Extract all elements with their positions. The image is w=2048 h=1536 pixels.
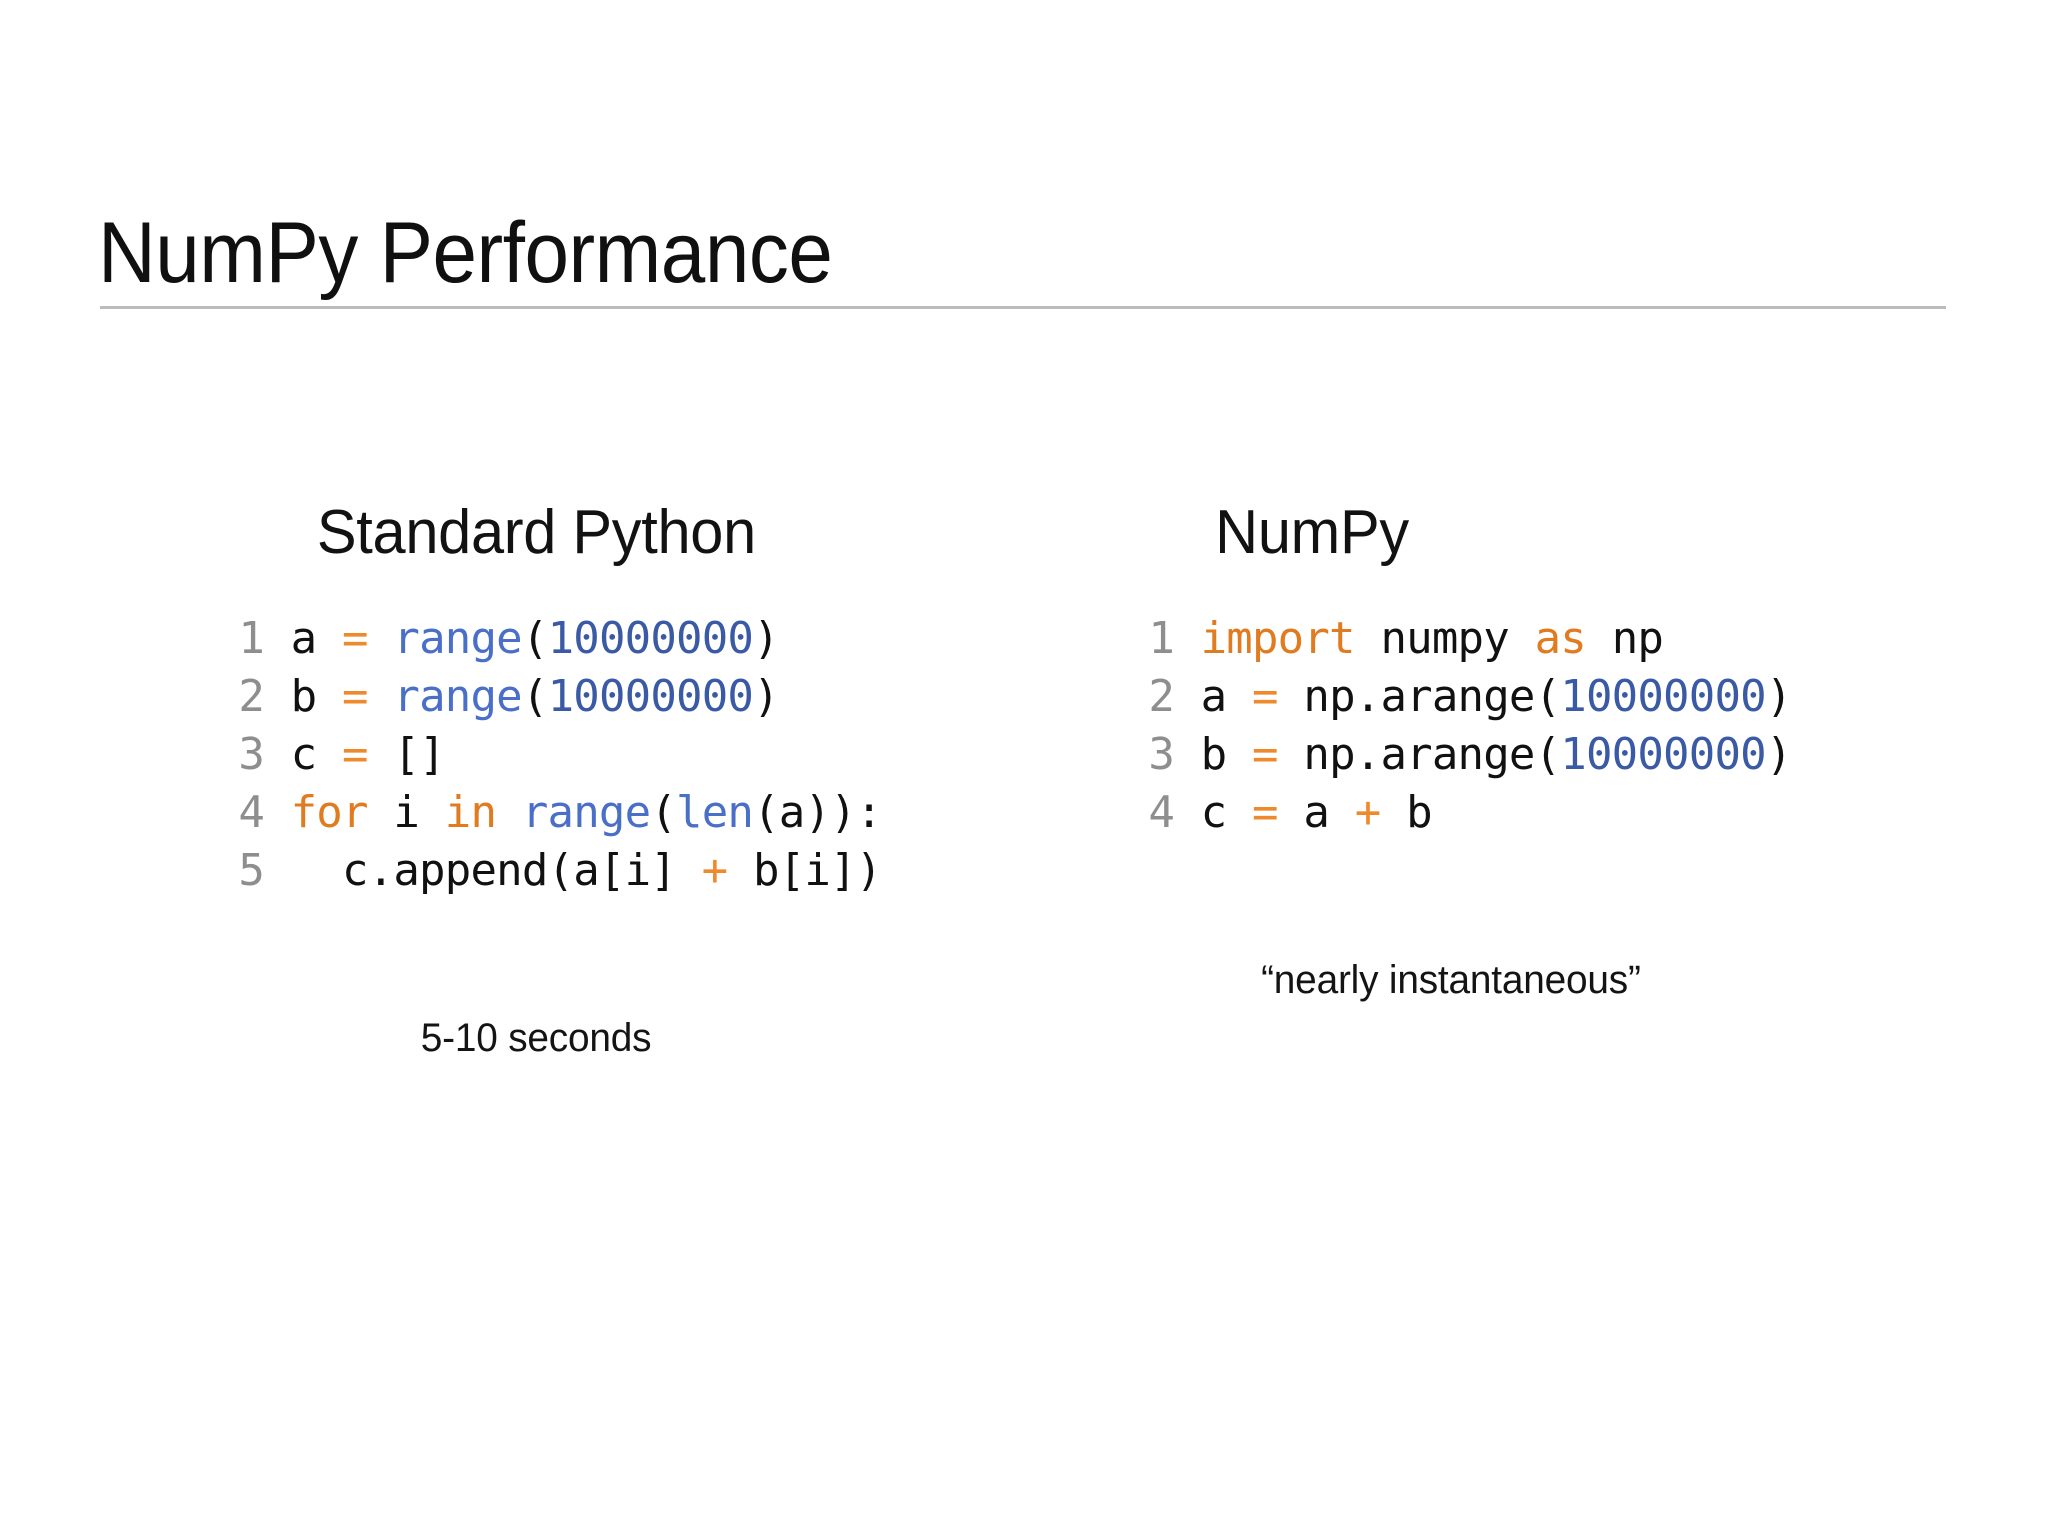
code-line-number: 3 bbox=[238, 729, 265, 780]
code-token-txt: ) bbox=[753, 671, 779, 722]
code-token-kw: in bbox=[444, 787, 497, 838]
code-token-txt: b bbox=[1200, 729, 1252, 780]
code-token-txt bbox=[496, 787, 522, 838]
code-token-txt bbox=[368, 613, 394, 664]
code-token-txt: (a)): bbox=[753, 787, 882, 838]
code-token-txt: ) bbox=[1765, 671, 1792, 722]
code-line: 4 for i in range(len(a)): bbox=[235, 784, 960, 842]
title-divider bbox=[100, 306, 1946, 309]
code-token-txt: c.append(a[i] bbox=[290, 845, 702, 896]
column-heading-numpy: NumPy bbox=[1215, 498, 1409, 567]
code-token-num: 10000000 bbox=[547, 671, 754, 722]
code-token-txt: c bbox=[1200, 787, 1252, 838]
code-token-op: + bbox=[701, 845, 728, 896]
code-token-txt: np.arange( bbox=[1277, 671, 1561, 722]
code-token-op: = bbox=[1252, 671, 1278, 722]
code-token-txt: i bbox=[367, 787, 445, 838]
code-token-txt: np bbox=[1586, 613, 1664, 664]
code-token-kw: for bbox=[290, 787, 369, 838]
code-token-txt: numpy bbox=[1354, 613, 1535, 664]
code-token-txt: ) bbox=[1765, 729, 1792, 780]
code-line-number: 1 bbox=[1148, 613, 1175, 664]
code-token-txt bbox=[368, 671, 394, 722]
code-token-txt: a bbox=[1277, 787, 1355, 838]
code-token-txt: [] bbox=[367, 729, 445, 780]
code-line-number: 4 bbox=[238, 787, 265, 838]
code-token-txt: a bbox=[290, 613, 342, 664]
code-token-fn: range bbox=[393, 671, 522, 722]
code-line-number: 1 bbox=[238, 613, 265, 664]
code-token-fn: range bbox=[521, 787, 651, 838]
code-token-kw: as bbox=[1534, 613, 1587, 664]
code-token-fn: len bbox=[676, 787, 754, 838]
code-token-num: 10000000 bbox=[547, 613, 754, 664]
code-token-txt: a bbox=[1200, 671, 1252, 722]
code-token-txt: np.arange( bbox=[1277, 729, 1561, 780]
code-line-number: 5 bbox=[238, 845, 265, 896]
code-token-txt: c bbox=[290, 729, 342, 780]
code-token-txt: ) bbox=[753, 613, 779, 664]
code-token-txt: b[i]) bbox=[727, 845, 882, 896]
code-line: 1 import numpy as np bbox=[1145, 610, 1870, 668]
code-token-op: = bbox=[1252, 729, 1278, 780]
code-token-num: 10000000 bbox=[1560, 671, 1766, 722]
code-line: 5 c.append(a[i] + b[i]) bbox=[235, 842, 960, 900]
code-line-number: 2 bbox=[238, 671, 265, 722]
code-line-number: 3 bbox=[1148, 729, 1175, 780]
code-token-op: = bbox=[342, 671, 368, 722]
column-heading-standard-python: Standard Python bbox=[316, 498, 756, 567]
code-token-op: = bbox=[342, 613, 368, 664]
code-line-number: 2 bbox=[1148, 671, 1175, 722]
code-token-kw: import bbox=[1200, 613, 1356, 664]
code-token-txt: ( bbox=[521, 671, 548, 722]
column-caption-standard-python: 5-10 seconds bbox=[420, 1016, 652, 1060]
code-token-op: = bbox=[342, 729, 368, 780]
code-token-txt: b bbox=[290, 671, 342, 722]
code-line-number: 4 bbox=[1148, 787, 1175, 838]
code-token-txt: ( bbox=[650, 787, 677, 838]
page-title: NumPy Performance bbox=[98, 204, 833, 301]
code-token-fn: range bbox=[393, 613, 522, 664]
code-token-op: + bbox=[1354, 787, 1381, 838]
code-token-op: = bbox=[1252, 787, 1278, 838]
column-caption-numpy: “nearly instantaneous” bbox=[1261, 958, 1641, 1002]
code-token-txt: b bbox=[1380, 787, 1433, 838]
code-token-txt: ( bbox=[521, 613, 548, 664]
code-token-num: 10000000 bbox=[1560, 729, 1766, 780]
